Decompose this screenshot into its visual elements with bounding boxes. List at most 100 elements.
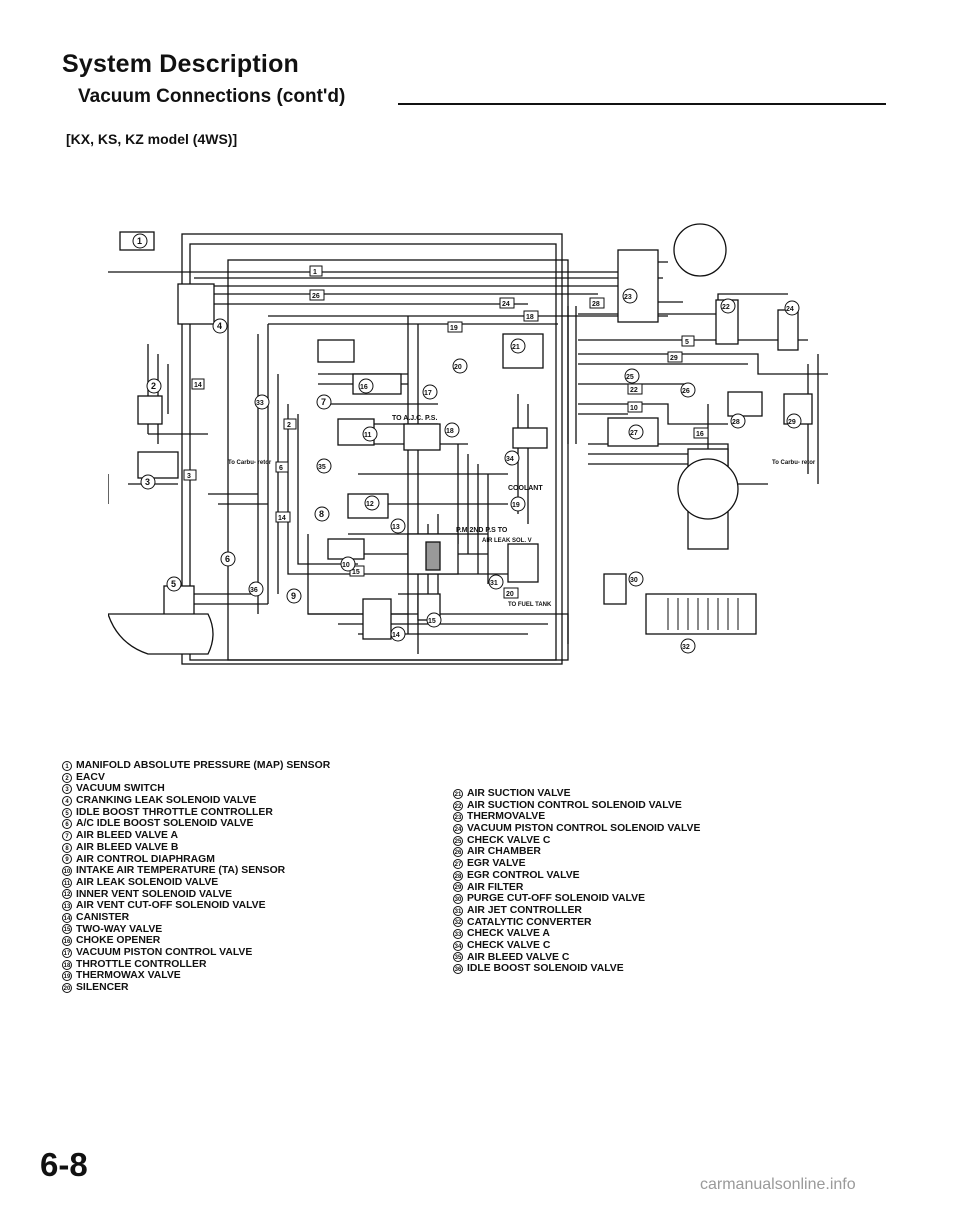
callout-15: 15 bbox=[426, 612, 442, 628]
legend-text: CHOKE OPENER bbox=[76, 935, 161, 947]
legend-number: 34 bbox=[453, 940, 463, 951]
svg-text:5: 5 bbox=[171, 579, 176, 589]
callout-26: 26 bbox=[680, 382, 696, 398]
callouts: 1 2 3 4 5 6 7 8 9 10 11 12 13 14 15 16 1… bbox=[132, 233, 802, 654]
svg-text:9: 9 bbox=[291, 591, 296, 601]
legend-number: 27 bbox=[453, 858, 463, 869]
legend-text: PURGE CUT-OFF SOLENOID VALVE bbox=[467, 893, 645, 905]
callout-32: 32 bbox=[680, 638, 696, 654]
legend-text: MANIFOLD ABSOLUTE PRESSURE (MAP) SENSOR bbox=[76, 760, 331, 771]
legend-number: 6 bbox=[62, 819, 72, 830]
legend-text: EGR VALVE bbox=[467, 858, 526, 870]
callout-23: 23 bbox=[622, 288, 638, 304]
throttle-controller-icon bbox=[403, 423, 441, 451]
svg-text:19: 19 bbox=[512, 502, 520, 509]
legend-text: AIR BLEED VALVE B bbox=[76, 841, 179, 853]
legend-number: 3 bbox=[62, 784, 72, 795]
legend-text: EACV bbox=[76, 771, 105, 783]
svg-text:8: 8 bbox=[319, 509, 324, 519]
legend-item: 17 VACUUM PISTON CONTROL VALVE bbox=[62, 947, 330, 959]
legend-number: 29 bbox=[453, 882, 463, 893]
callout-29: 29 bbox=[786, 413, 802, 429]
egr-box-icon bbox=[727, 391, 763, 417]
check-valve-box-icon bbox=[512, 427, 548, 449]
shaded-block-icon bbox=[425, 541, 441, 571]
hose-tag-14b: 14 bbox=[278, 515, 286, 522]
legend-item: 2 EACV bbox=[62, 772, 330, 784]
svg-text:31: 31 bbox=[490, 580, 498, 587]
legend-number: 1 bbox=[62, 760, 72, 771]
legend-text: SILENCER bbox=[76, 982, 129, 994]
label-pm-2nd-ps: P.M 2ND P.S TO bbox=[456, 527, 508, 534]
svg-text:27: 27 bbox=[630, 430, 638, 437]
callout-36: 36 bbox=[248, 581, 264, 597]
hose-tag-18: 19 bbox=[450, 325, 458, 332]
svg-text:17: 17 bbox=[424, 390, 432, 397]
svg-text:3: 3 bbox=[145, 477, 150, 487]
legend-text: AIR CONTROL DIAPHRAGM bbox=[76, 853, 215, 865]
canister-icon bbox=[362, 598, 392, 640]
svg-text:32: 32 bbox=[682, 644, 690, 651]
distributor-icon bbox=[673, 223, 727, 277]
label-coolant: COOLANT bbox=[508, 485, 543, 492]
hose-tag-17: 18 bbox=[526, 314, 534, 321]
box-a-icon bbox=[317, 339, 355, 363]
svg-text:29: 29 bbox=[788, 419, 796, 426]
svg-text:2: 2 bbox=[151, 381, 156, 391]
legend-number: 2 bbox=[62, 772, 72, 783]
catalytic-converter-icon bbox=[645, 593, 757, 635]
eacv-icon bbox=[137, 395, 163, 425]
callout-16: 16 bbox=[358, 378, 374, 394]
callout-21: 21 bbox=[510, 338, 526, 354]
legend-number: 30 bbox=[453, 894, 463, 905]
callout-33: 33 bbox=[254, 394, 270, 410]
legend-item: 16 CHOKE OPENER bbox=[62, 935, 330, 947]
svg-text:36: 36 bbox=[250, 587, 258, 594]
hose-tag-14: 14 bbox=[194, 382, 202, 389]
legend-text: VACUUM PISTON CONTROL VALVE bbox=[76, 947, 253, 958]
legend-item: 1 MANIFOLD ABSOLUTE PRESSURE (MAP) SENSOR bbox=[62, 760, 330, 772]
legend-number: 8 bbox=[62, 842, 72, 853]
legend-number: 19 bbox=[62, 971, 72, 982]
legend-text: CHECK VALVE A bbox=[467, 928, 550, 940]
callout-11: 11 bbox=[362, 426, 378, 442]
svg-text:18: 18 bbox=[446, 428, 454, 435]
legend-number: 28 bbox=[453, 870, 463, 881]
legend-text: TWO-WAY VALVE bbox=[76, 923, 163, 935]
svg-text:15: 15 bbox=[428, 618, 436, 625]
legend-number: 33 bbox=[453, 929, 463, 940]
svg-text:11: 11 bbox=[364, 432, 372, 439]
legend-text: CANISTER bbox=[76, 911, 130, 923]
legend-number: 35 bbox=[453, 952, 463, 963]
legend-item: 8 AIR BLEED VALVE B bbox=[62, 842, 330, 854]
hose-tag-10: 10 bbox=[630, 405, 638, 412]
legend-text: THROTTLE CONTROLLER bbox=[76, 958, 207, 970]
legend-number: 16 bbox=[62, 936, 72, 947]
svg-text:28: 28 bbox=[732, 419, 740, 426]
callout-18: 18 bbox=[444, 422, 460, 438]
hose-tag-22: 22 bbox=[630, 387, 638, 394]
legend-text: AIR JET CONTROLLER bbox=[467, 904, 582, 916]
vacuum-switch-icon bbox=[137, 451, 179, 479]
svg-text:16: 16 bbox=[360, 384, 368, 391]
legend-number: 23 bbox=[453, 812, 463, 823]
air-chamber-icon bbox=[617, 249, 659, 323]
callout-34: 34 bbox=[504, 450, 520, 466]
legend-number: 17 bbox=[62, 947, 72, 958]
legend-number: 25 bbox=[453, 835, 463, 846]
